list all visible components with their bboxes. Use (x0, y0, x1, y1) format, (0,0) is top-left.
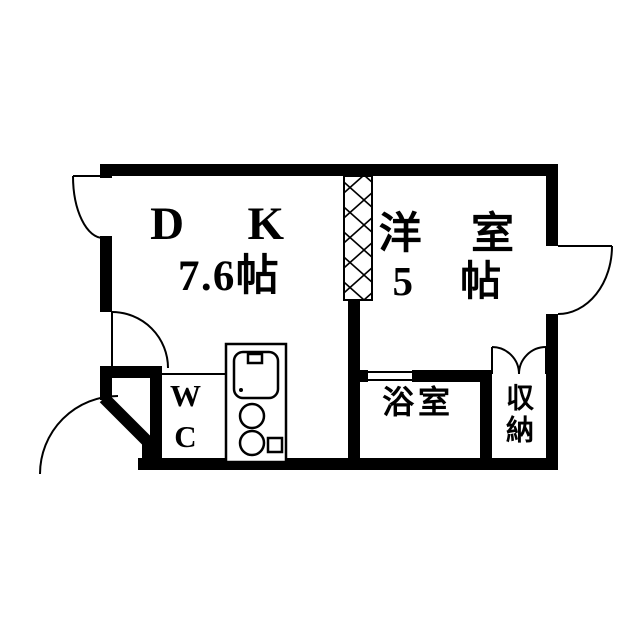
room-label-closet: 収納 (502, 383, 533, 447)
kitchen-unit (224, 342, 288, 464)
wall-left-mid (100, 236, 112, 312)
wall-right-upper (546, 164, 558, 246)
bath-door-lines (366, 371, 412, 381)
room-size-western: 5 帖 (392, 258, 520, 304)
stove-control-box (266, 436, 284, 454)
stove-burner-top (238, 402, 266, 430)
door-arc-left (111, 311, 169, 369)
door-arc-entrance (39, 395, 119, 475)
wall-entrance-diagonal (99, 393, 155, 449)
wall-center-divider (348, 296, 360, 470)
door-arc-right (557, 245, 613, 315)
room-label-wc: WC (168, 378, 203, 460)
sink-drain (239, 388, 243, 392)
wall-bath-top-left (348, 370, 368, 382)
wall-right-lower (546, 314, 558, 470)
wall-bath-top-right (412, 370, 492, 382)
doors (39, 175, 613, 475)
wall-top (100, 164, 558, 176)
door-arc-top-left (72, 175, 104, 239)
closet-double-door-arcs (491, 346, 547, 375)
stove-burner-bottom (238, 429, 266, 457)
kitchen-faucet (246, 352, 264, 365)
wall-left-upper-stub (100, 164, 112, 178)
hatch-window (343, 175, 373, 301)
kitchen-sink (232, 350, 280, 400)
room-label-dk: D K (150, 198, 310, 250)
wall-wc-partition (150, 366, 162, 458)
wall-genkan-horizontal (100, 366, 162, 378)
room-label-western: 洋 室 (378, 211, 534, 258)
wall-bath-closet-divider (480, 370, 492, 470)
room-label-bath: 浴室 (382, 384, 454, 420)
walls (99, 164, 558, 470)
room-size-dk: 7.6帖 (178, 253, 280, 300)
